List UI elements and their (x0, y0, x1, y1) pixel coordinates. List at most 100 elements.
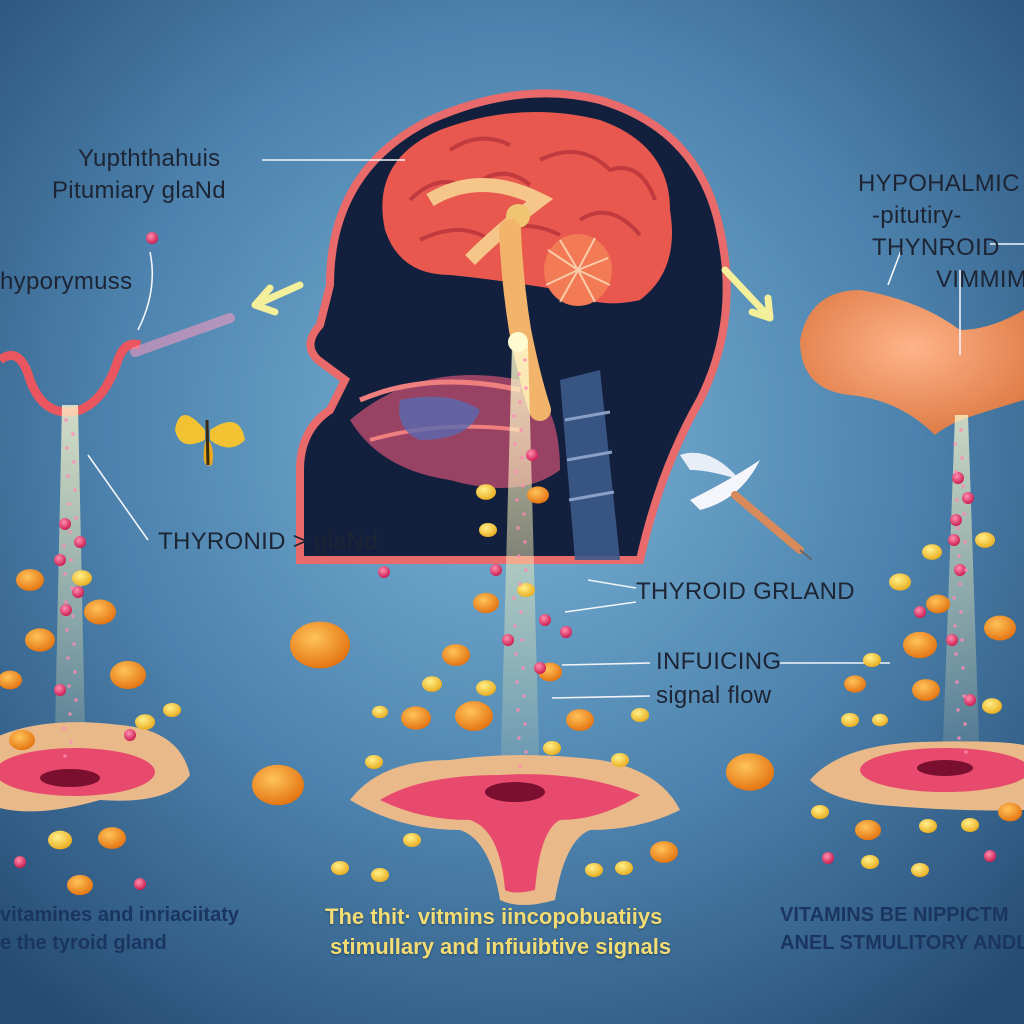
signal-sparkle (955, 498, 959, 502)
label-thyroid-center: THYROID GRLAND (636, 578, 855, 605)
caption-left-line2: e the tyroid gland (0, 932, 167, 954)
label-hypothalamus-pituitary-line1: Yupththahuis (78, 145, 221, 172)
vitamin-pill (476, 484, 496, 500)
vitamin-pill (401, 706, 431, 730)
vitamin-pill (163, 702, 181, 718)
signal-sparkle (518, 400, 522, 404)
signal-sparkle (71, 614, 75, 618)
vitamin-pill (110, 660, 146, 690)
signal-sparkle (519, 610, 523, 614)
signal-sparkle (524, 750, 528, 754)
vitamin-pill (841, 712, 859, 728)
vitamin-pill (9, 729, 35, 751)
vitamin-pill (726, 753, 774, 791)
hormone-dot (560, 626, 572, 638)
signal-sparkle (521, 666, 525, 670)
vitamin-pill (861, 854, 879, 870)
signal-sparkle (523, 722, 527, 726)
signal-sparkle (523, 358, 527, 362)
signal-sparkle (517, 372, 521, 376)
caption-right-line1: VITAMINS BE NIPPICTM (780, 904, 1009, 926)
butterfly-icon (175, 415, 245, 466)
cerebellum (544, 234, 612, 306)
vitamin-pill (844, 675, 866, 693)
signal-sparkle (953, 442, 957, 446)
hormone-dot (534, 662, 546, 674)
signal-sparkle (957, 554, 961, 558)
vitamin-pill (922, 544, 942, 560)
signal-sparkle (66, 656, 70, 660)
right-gland (800, 290, 1024, 435)
hormone-dot (962, 492, 974, 504)
signal-sparkle (62, 726, 66, 730)
signal-sparkle (963, 540, 967, 544)
vitamin-pill (961, 817, 979, 833)
signal-sparkle (515, 680, 519, 684)
vitamin-pill (365, 754, 383, 770)
brain (382, 112, 672, 421)
vitamin-pill (566, 709, 594, 731)
signal-sparkle (68, 712, 72, 716)
center-receptor (350, 755, 680, 905)
vitamin-pill (911, 862, 929, 878)
signal-sparkle (517, 736, 521, 740)
signal-sparkle (518, 582, 522, 586)
signal-sparkle (960, 456, 964, 460)
vitamin-pill (479, 522, 497, 538)
hormone-dot (146, 232, 158, 244)
hormone-dot (59, 518, 71, 530)
vitamin-pill (473, 592, 499, 614)
signal-sparkle (512, 414, 516, 418)
caption-right-line2: ANEL STMULITORY ANDLI (780, 932, 1024, 954)
vitamin-pill (975, 532, 995, 548)
signal-sparkle (73, 670, 77, 674)
left-arrow (251, 281, 304, 316)
signal-sparkle (518, 764, 522, 768)
signal-sparkle (954, 652, 958, 656)
vitamin-pill (903, 631, 937, 659)
vitamin-pill (455, 701, 493, 731)
vitamin-pill (135, 714, 155, 730)
hormone-dot (526, 449, 538, 461)
vitamin-pill (422, 676, 442, 692)
signal-sparkle (960, 638, 964, 642)
vitamin-pill (984, 615, 1016, 641)
signal-sparkle (955, 680, 959, 684)
signal-sparkle (70, 586, 74, 590)
leader-lines (87, 159, 1024, 699)
signal-sparkle (63, 754, 67, 758)
vitamin-pill (631, 707, 649, 723)
label-thyroid-left: THYRONID > glaNd (158, 528, 379, 555)
hormone-dot (502, 634, 514, 646)
hormone-dot (124, 729, 136, 741)
hormone-dot (950, 514, 962, 526)
hormone-dot (378, 566, 390, 578)
signal-sparkle (514, 470, 518, 474)
vitamin-pill (403, 832, 421, 848)
hormone-dot (984, 850, 996, 862)
vitamin-pill (998, 802, 1022, 822)
signal-sparkle (963, 722, 967, 726)
signal-sparkle (63, 572, 67, 576)
signal-sparkle (514, 652, 518, 656)
right-receptor (810, 741, 1024, 811)
signal-sparkle (72, 642, 76, 646)
signal-sparkle (71, 432, 75, 436)
vitamin-pill (919, 818, 937, 834)
signal-sparkle (69, 740, 73, 744)
hormone-dot (914, 606, 926, 618)
vitamin-pill (611, 752, 629, 768)
vitamin-pill (863, 652, 881, 668)
vitamin-pill (982, 698, 1002, 714)
vitamin-pill (650, 841, 678, 863)
signal-sparkle (516, 526, 520, 530)
signal-sparkle (68, 530, 72, 534)
signal-sparkle (520, 638, 524, 642)
vitamin-pill (442, 644, 470, 666)
hormone-dot (72, 586, 84, 598)
vitamin-pill (912, 679, 940, 701)
hormone-dot (539, 614, 551, 626)
label-hypothalamus-pituitary-line2: Pitumiary glaNd (52, 177, 226, 204)
